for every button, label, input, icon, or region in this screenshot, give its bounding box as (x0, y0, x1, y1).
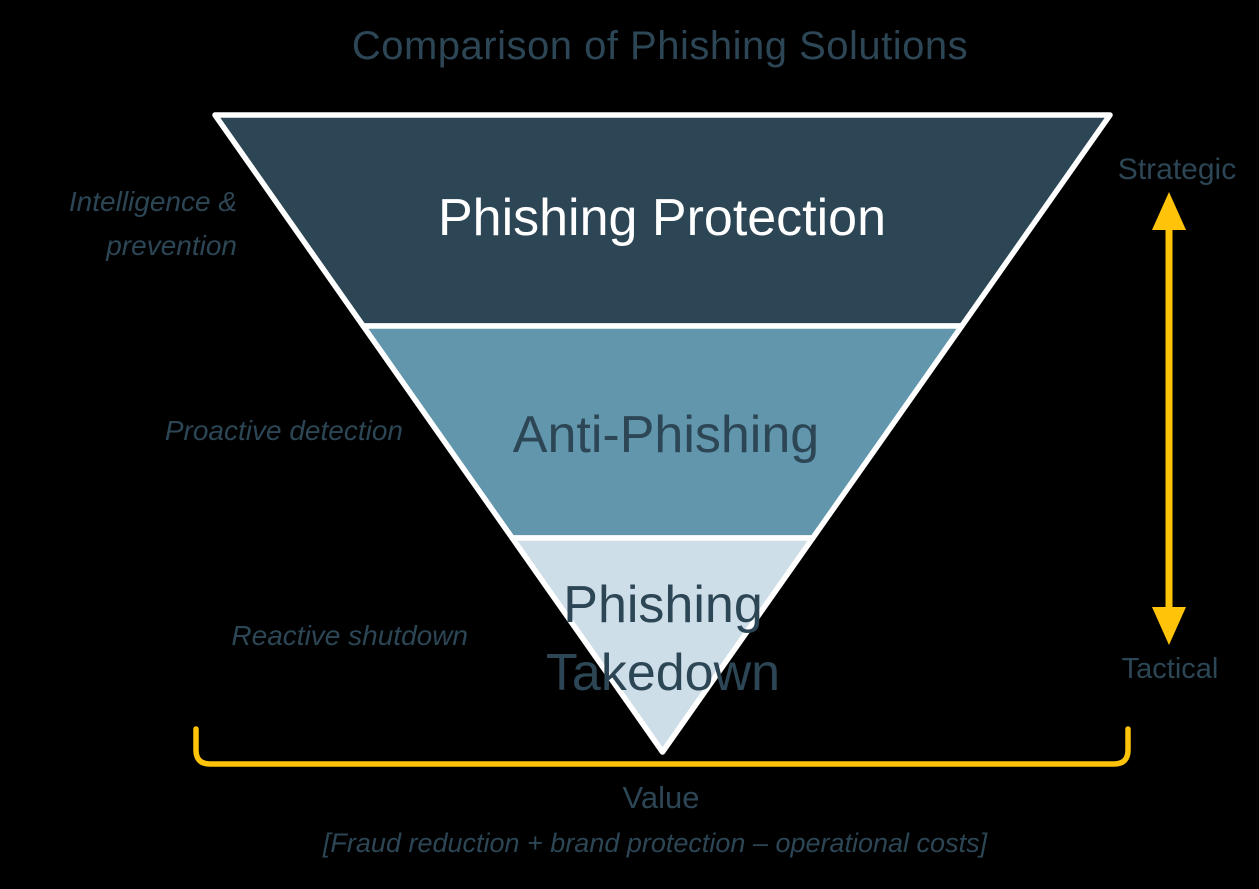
strategic-tactical-arrow (1152, 192, 1186, 645)
axis-label-strategic: Strategic (1117, 153, 1237, 186)
side-label-intelligence-prevention: Intelligence & prevention (68, 186, 237, 261)
value-formula: [Fraud reduction + brand protection – op… (322, 828, 988, 858)
value-label: Value (622, 780, 700, 815)
value-bracket (193, 726, 1131, 767)
band-label-anti-phishing: Anti-Phishing (512, 406, 820, 464)
band-label-phishing-takedown: Phishing Takedown (545, 576, 781, 702)
axis-label-tactical: Tactical (1121, 653, 1219, 685)
arrow-head-up-icon (1152, 192, 1186, 230)
side-label-reactive-shutdown: Reactive shutdown (231, 620, 468, 651)
side-label-proactive-detection: Proactive detection (164, 415, 403, 446)
band-label-phishing-protection: Phishing Protection (437, 189, 887, 247)
funnel-band-bottom (509, 535, 816, 755)
diagram-title: Comparison of Phishing Solutions (351, 24, 969, 68)
arrow-head-down-icon (1152, 607, 1186, 645)
